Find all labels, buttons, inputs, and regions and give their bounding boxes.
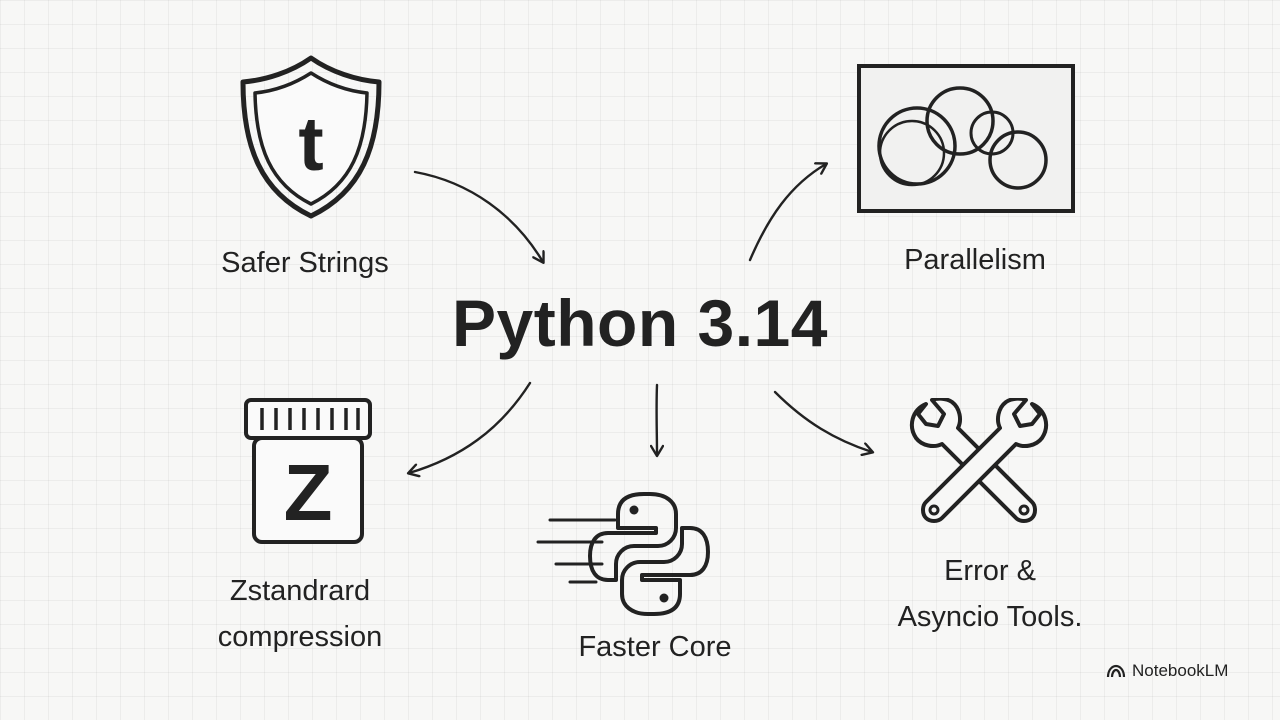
diagram-title: Python 3.14 <box>452 286 828 360</box>
overlapping-circles-icon <box>856 63 1078 215</box>
error-label-line1: Error & <box>944 555 1036 587</box>
arrow-to-zstandard <box>409 381 532 473</box>
error-label-line2: Asyncio Tools. <box>897 601 1083 633</box>
error-asyncio-label: Error & Asyncio Tools. <box>865 548 1115 640</box>
brand-name: NotebookLM <box>1132 661 1229 680</box>
notebooklm-logo-icon <box>1106 664 1126 678</box>
arrow-to-error-tools <box>773 390 872 452</box>
wrench-icon <box>904 396 1054 533</box>
faster-core-label: Faster Core <box>578 631 732 663</box>
jar-letter: Z <box>284 448 333 537</box>
arrow-to-parallelism <box>748 164 826 262</box>
safer-strings-label: Safer Strings <box>221 247 389 279</box>
notebooklm-watermark: NotebookLM <box>1106 659 1228 683</box>
zstandard-label-line1: Zstandrard <box>229 575 371 607</box>
jar-icon: Z <box>240 396 376 548</box>
python-logo-icon <box>530 480 740 620</box>
shield-letter: t <box>298 102 323 187</box>
shield-icon: t <box>236 52 386 222</box>
parallelism-label: Parallelism <box>904 244 1046 276</box>
zstandard-label-line2: compression <box>217 621 383 653</box>
zstandard-label: Zstandrard compression <box>185 568 415 660</box>
arrow-to-title-from-safer-strings <box>413 170 543 262</box>
